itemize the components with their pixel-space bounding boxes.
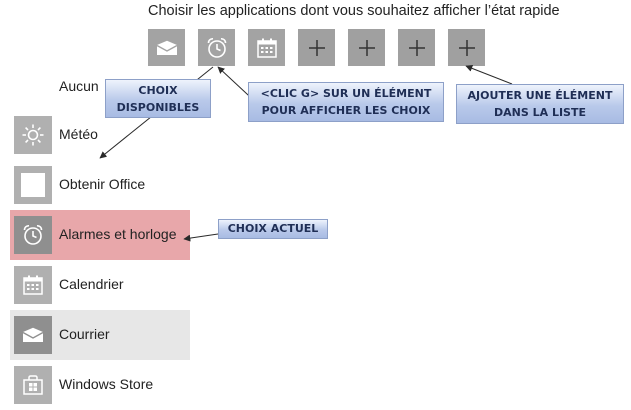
callout-choix-actuel: CHOIX ACTUEL xyxy=(218,219,328,239)
alarm-clock-icon xyxy=(205,36,229,60)
alarm-clock-icon xyxy=(14,216,52,254)
quick-status-slot-mail[interactable] xyxy=(148,29,185,66)
page-title: Choisir les applications dont vous souha… xyxy=(148,3,560,19)
list-item-label: Calendrier xyxy=(59,276,124,292)
quick-status-slot-add-2[interactable] xyxy=(348,29,385,66)
list-item-label: Obtenir Office xyxy=(59,176,146,192)
quick-status-slot-alarm[interactable] xyxy=(198,29,235,66)
calendar-icon xyxy=(14,266,52,304)
callout-clic-element: <CLIC G> SUR UN ÉLÉMENT POUR AFFICHER LE… xyxy=(248,82,444,122)
list-item-obtenir-office[interactable]: Obtenir Office xyxy=(10,160,190,210)
mail-icon xyxy=(156,40,178,56)
callout-ajouter-element: AJOUTER UNE ÉLÉMENT DANS LA LISTE xyxy=(456,84,624,124)
list-item-meteo[interactable]: Météo xyxy=(10,110,190,160)
quick-status-slot-calendar[interactable] xyxy=(248,29,285,66)
plus-icon xyxy=(458,39,476,57)
weather-sun-icon xyxy=(14,116,52,154)
arrow-ajouter-element xyxy=(465,65,513,85)
quick-status-slot-add-3[interactable] xyxy=(398,29,435,66)
callout-choix-disponibles: CHOIX DISPONIBLES xyxy=(105,79,211,118)
plus-icon xyxy=(408,39,426,57)
list-item-label: Windows Store xyxy=(59,376,154,392)
list-item-courrier[interactable]: Courrier xyxy=(10,310,190,360)
quick-status-slot-add-1[interactable] xyxy=(298,29,335,66)
store-bag-icon xyxy=(14,366,52,404)
plus-icon xyxy=(358,39,376,57)
calendar-icon xyxy=(256,37,278,59)
plus-icon xyxy=(308,39,326,57)
list-item-label: Alarmes et horloge xyxy=(59,226,177,242)
list-item-windows-store[interactable]: Windows Store xyxy=(10,360,190,410)
quick-status-slot-add-4[interactable] xyxy=(448,29,485,66)
list-item-label: Météo xyxy=(59,126,98,142)
mail-icon xyxy=(14,316,52,354)
list-item-calendrier[interactable]: Calendrier xyxy=(10,260,190,310)
list-item-none[interactable]: Aucun xyxy=(59,78,99,94)
office-icon xyxy=(14,166,52,204)
list-item-label: Courrier xyxy=(59,326,110,342)
list-item-alarmes-et-horloge[interactable]: Alarmes et horloge xyxy=(10,210,190,260)
